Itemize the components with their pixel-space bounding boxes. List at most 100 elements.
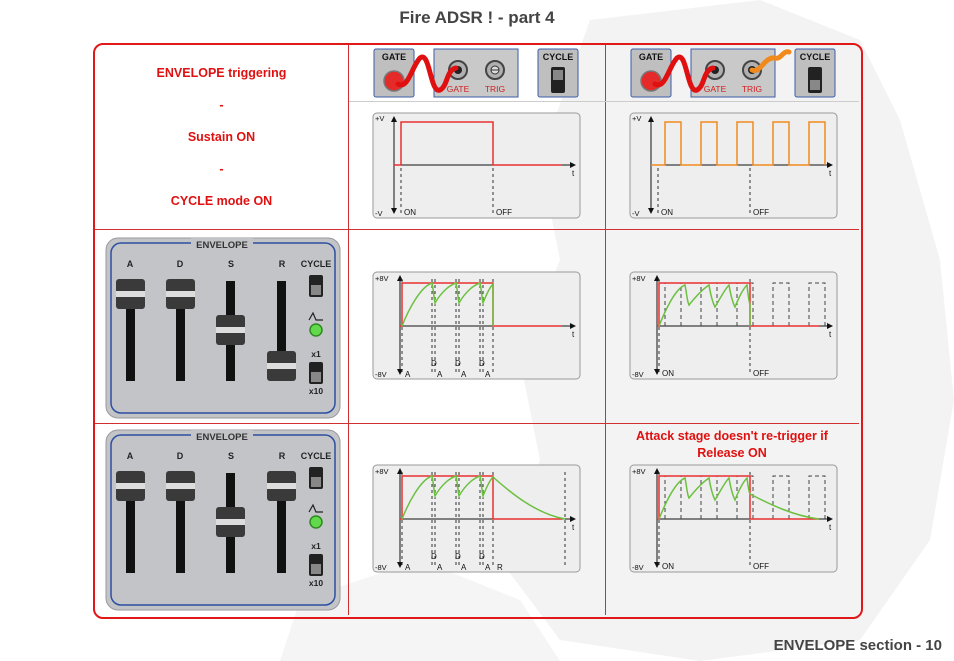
slider-label-a: A: [127, 259, 134, 269]
gate-trace: [400, 282, 562, 327]
cycle-label: CYCLE: [800, 52, 831, 62]
axis-label-t: t: [829, 169, 832, 178]
marker-on: ON: [662, 369, 674, 378]
description-line: ENVELOPE triggering: [156, 66, 287, 80]
envelope-shape-icon: [308, 503, 323, 513]
axis-label-minus: -8V: [632, 563, 644, 572]
marker-off: OFF: [753, 208, 769, 217]
grid-line: [95, 423, 859, 424]
marker-a: A: [437, 563, 443, 572]
range-label-x10: x10: [309, 386, 323, 396]
description-line: Sustain ON: [187, 130, 256, 144]
slider-label-d: D: [177, 259, 184, 269]
slider-track-a: [126, 281, 135, 381]
marker-a: A: [405, 370, 411, 379]
envelope-graph: +8V -8V t A D A D A D A: [372, 271, 581, 380]
note-line: Release ON: [697, 446, 767, 460]
gate-label: GATE: [382, 52, 406, 62]
envelope-title: ENVELOPE: [196, 240, 248, 251]
slider-label-a: A: [127, 451, 134, 461]
grid-line: [95, 229, 859, 230]
patch-cable-red: [395, 54, 459, 93]
envelope-curve: [401, 475, 566, 520]
cycle-trace: [651, 121, 826, 166]
marker-on: ON: [404, 208, 416, 217]
envelope-curve: [658, 476, 820, 520]
gate-trace: [400, 475, 562, 520]
marker-d: D: [431, 552, 437, 561]
marker-off: OFF: [496, 208, 512, 217]
marker-on: ON: [661, 208, 673, 217]
axis-label-t: t: [572, 330, 575, 339]
axis-label-plus: +8V: [375, 467, 389, 476]
axis-label-t: t: [829, 330, 832, 339]
cycle-graph: +V -V t ON OFF: [629, 112, 838, 219]
cycle-led-icon: [309, 515, 323, 529]
marker-a: A: [461, 563, 467, 572]
jack-trig-label: TRIG: [742, 84, 762, 94]
jack-gate-label: GATE: [704, 84, 727, 94]
gate-led-icon: [383, 70, 405, 92]
gate-trace: [657, 475, 819, 520]
slider-track-d: [176, 281, 185, 381]
gate-trace: [657, 282, 819, 327]
release-note: Attack stage doesn't re-trigger if Relea…: [606, 428, 858, 462]
axis-label-t: t: [829, 523, 832, 532]
axis-label-plus: +8V: [632, 274, 646, 283]
switch-panel-cycle: GATE GATE TRIG CYCLE: [630, 48, 836, 98]
page-footer: ENVELOPE section - 10: [773, 637, 942, 654]
envelope-graph: +8V -8V t ON OFF: [629, 464, 838, 573]
slider-label-s: S: [228, 259, 234, 269]
axis-label-plus: +V: [375, 114, 384, 123]
grid-line: [605, 45, 606, 615]
page-title: Fire ADSR ! - part 4: [399, 8, 555, 27]
axis-label-minus: -8V: [632, 370, 644, 379]
marker-a: A: [437, 370, 443, 379]
slider-track-r: [277, 281, 286, 381]
envelope-panel: ENVELOPE A D S R CYCLE x1 x10: [105, 429, 341, 611]
jack-gate-label: GATE: [447, 84, 470, 94]
marker-a: A: [461, 370, 467, 379]
marker-d: D: [455, 359, 461, 368]
envelope-curve: [658, 283, 751, 327]
range-label-x10: x10: [309, 578, 323, 588]
envelope-panel: ENVELOPE A D S R CYCLE x1 x10: [105, 237, 341, 419]
axis-label-minus: -V: [632, 209, 640, 218]
switch-panel-gate: GATE GATE TRIG CYCLE: [373, 48, 579, 98]
envelope-title: ENVELOPE: [196, 432, 248, 443]
envelope-graph: +8V -8V t A D A D A D A R: [372, 464, 581, 573]
envelope-shape-icon: [308, 311, 323, 321]
axis-label-plus: +8V: [375, 274, 389, 283]
description-separator: -: [219, 98, 224, 112]
description-separator: -: [219, 162, 224, 176]
envelope-graph: +8V -8V t ON OFF: [629, 271, 838, 380]
gate-led-icon: [640, 70, 662, 92]
marker-a: A: [405, 563, 411, 572]
marker-off: OFF: [753, 369, 769, 378]
marker-d: D: [479, 552, 485, 561]
axis-label-minus: -8V: [375, 563, 387, 572]
marker-d: D: [431, 359, 437, 368]
axis-label-t: t: [572, 523, 575, 532]
note-line: Attack stage doesn't re-trigger if: [636, 429, 828, 443]
axis-label-t: t: [572, 169, 575, 178]
slider-track-d: [176, 473, 185, 573]
envelope-curve: [401, 282, 494, 327]
marker-on: ON: [662, 562, 674, 571]
grid-line: [349, 101, 859, 102]
axis-label-minus: -8V: [375, 370, 387, 379]
marker-a: A: [485, 563, 491, 572]
patch-cable-orange: [749, 49, 792, 74]
slider-track-r: [277, 473, 286, 573]
slider-label-r: R: [279, 259, 286, 269]
marker-r: R: [497, 563, 503, 572]
axis-label-minus: -V: [375, 209, 383, 218]
patch-cable-red: [652, 54, 716, 93]
cycle-label: CYCLE: [301, 259, 332, 269]
slider-label-s: S: [228, 451, 234, 461]
range-label-x1: x1: [311, 349, 321, 359]
grid-line: [348, 45, 349, 615]
axis-label-plus: +V: [632, 114, 641, 123]
cycle-led-icon: [309, 323, 323, 337]
cycle-label: CYCLE: [543, 52, 574, 62]
